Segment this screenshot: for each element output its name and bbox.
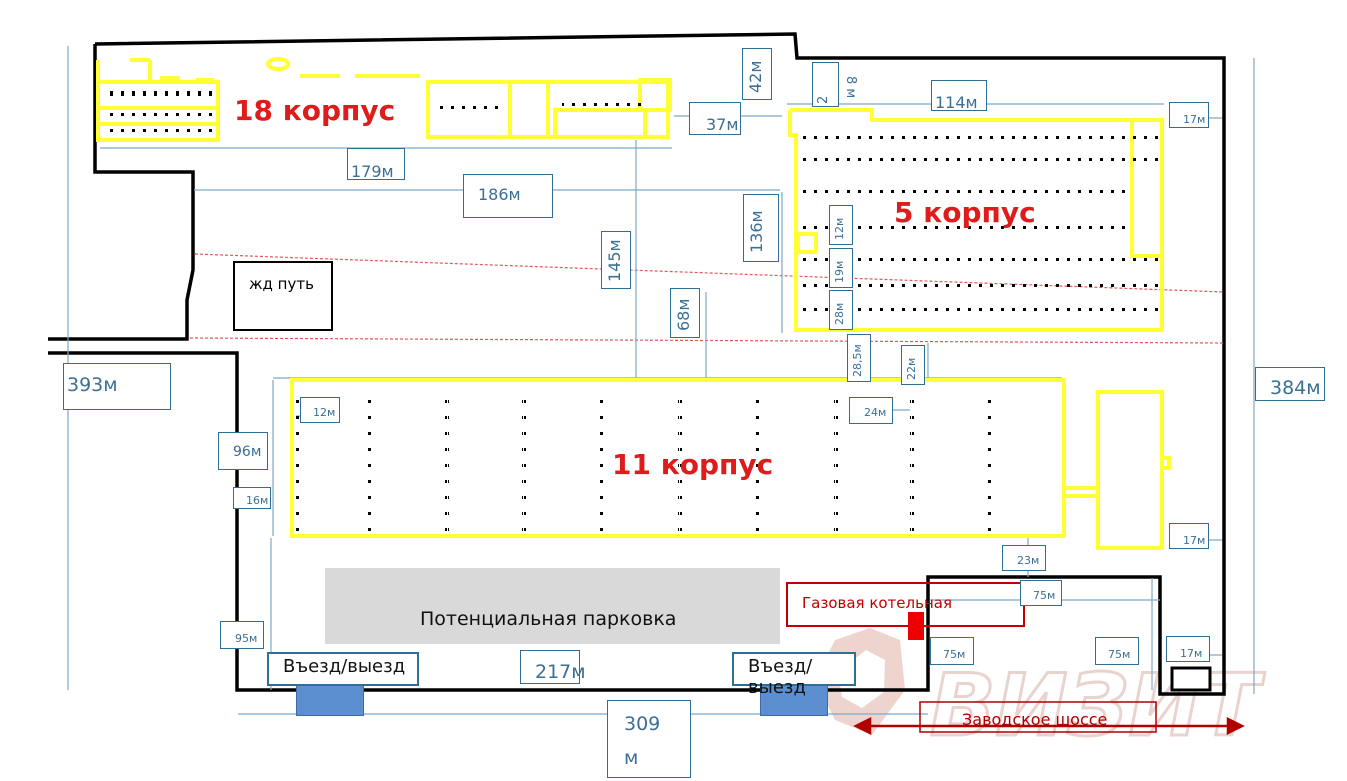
building-18-outline [96,57,672,142]
boiler-label: Газовая котельная [802,594,952,612]
dim-17c: 17м [1166,636,1210,662]
dim-95: 95м [220,621,264,649]
railway-box: жд путь [233,261,333,331]
dim-186: 186м [463,174,553,218]
dim-23: 23м [1002,545,1046,571]
dim-16: 16м [233,487,271,509]
dim-37: 37м [689,102,741,135]
dim-12b: 12м [300,397,340,423]
dim-22: 22м [901,345,925,385]
dim-28: 28м [829,290,853,330]
building-18-dots [104,91,642,132]
dim-19: 19м [829,248,853,288]
building-5-title: 5 корпус [894,196,1036,229]
dim-17b: 17м [1169,523,1209,549]
building-11-outline [290,378,1171,550]
dim-17a: 17м [1169,102,1209,128]
watermark-text: ВИЗИТ [930,656,1266,756]
dim-24: 24м [849,397,893,424]
b18-row-1 [104,93,214,96]
road-label-box [919,701,1157,733]
dim-393: 393м [63,363,171,410]
building-18-title: 18 корпус [234,94,396,127]
dim-12a: 12м [829,205,853,245]
dim-2: 2 [812,62,839,107]
dim-145: 145м [601,231,631,289]
building-11-title: 11 корпус [612,448,774,481]
dim-136: 136м [743,194,779,262]
parking-label: Потенциальная парковка [420,608,677,630]
dim-42: 42м [742,48,772,100]
dim-75c: 75м [1095,637,1139,665]
building-5-outline [788,108,1164,332]
small-structure [1170,666,1212,692]
building-5-dots [796,136,1160,311]
dim-96: 96м [218,432,268,470]
parking-area [325,568,780,644]
dim-114: 114м [931,80,987,112]
dim-179: 179м [347,148,405,181]
gate-left-label: Въезд/выезд [267,652,420,686]
road-arrow [853,716,1245,736]
dim-28-5: 28,5м [847,334,871,382]
dim-8m: 8 м [843,76,858,99]
gate-right-marker [760,685,828,716]
dim-68: 68м [670,288,700,338]
dim-75a: 75м [1020,580,1062,606]
dim-384: 384м [1255,367,1325,401]
dim-309: 309 м [607,700,691,778]
building-11-columns [368,394,992,534]
road-label: Заводское шоссе [962,710,1108,729]
dim-75b: 75м [930,637,974,665]
dim-217: 217м [520,650,586,684]
building-18-columns [104,93,214,96]
boiler-marker [908,612,924,640]
railway-lines [189,253,1225,344]
gate-right-label: Въезд/выезд [732,652,856,698]
gate-left-marker [296,685,364,716]
railway-label: жд путь [249,275,314,293]
building-11-dots [296,393,300,533]
